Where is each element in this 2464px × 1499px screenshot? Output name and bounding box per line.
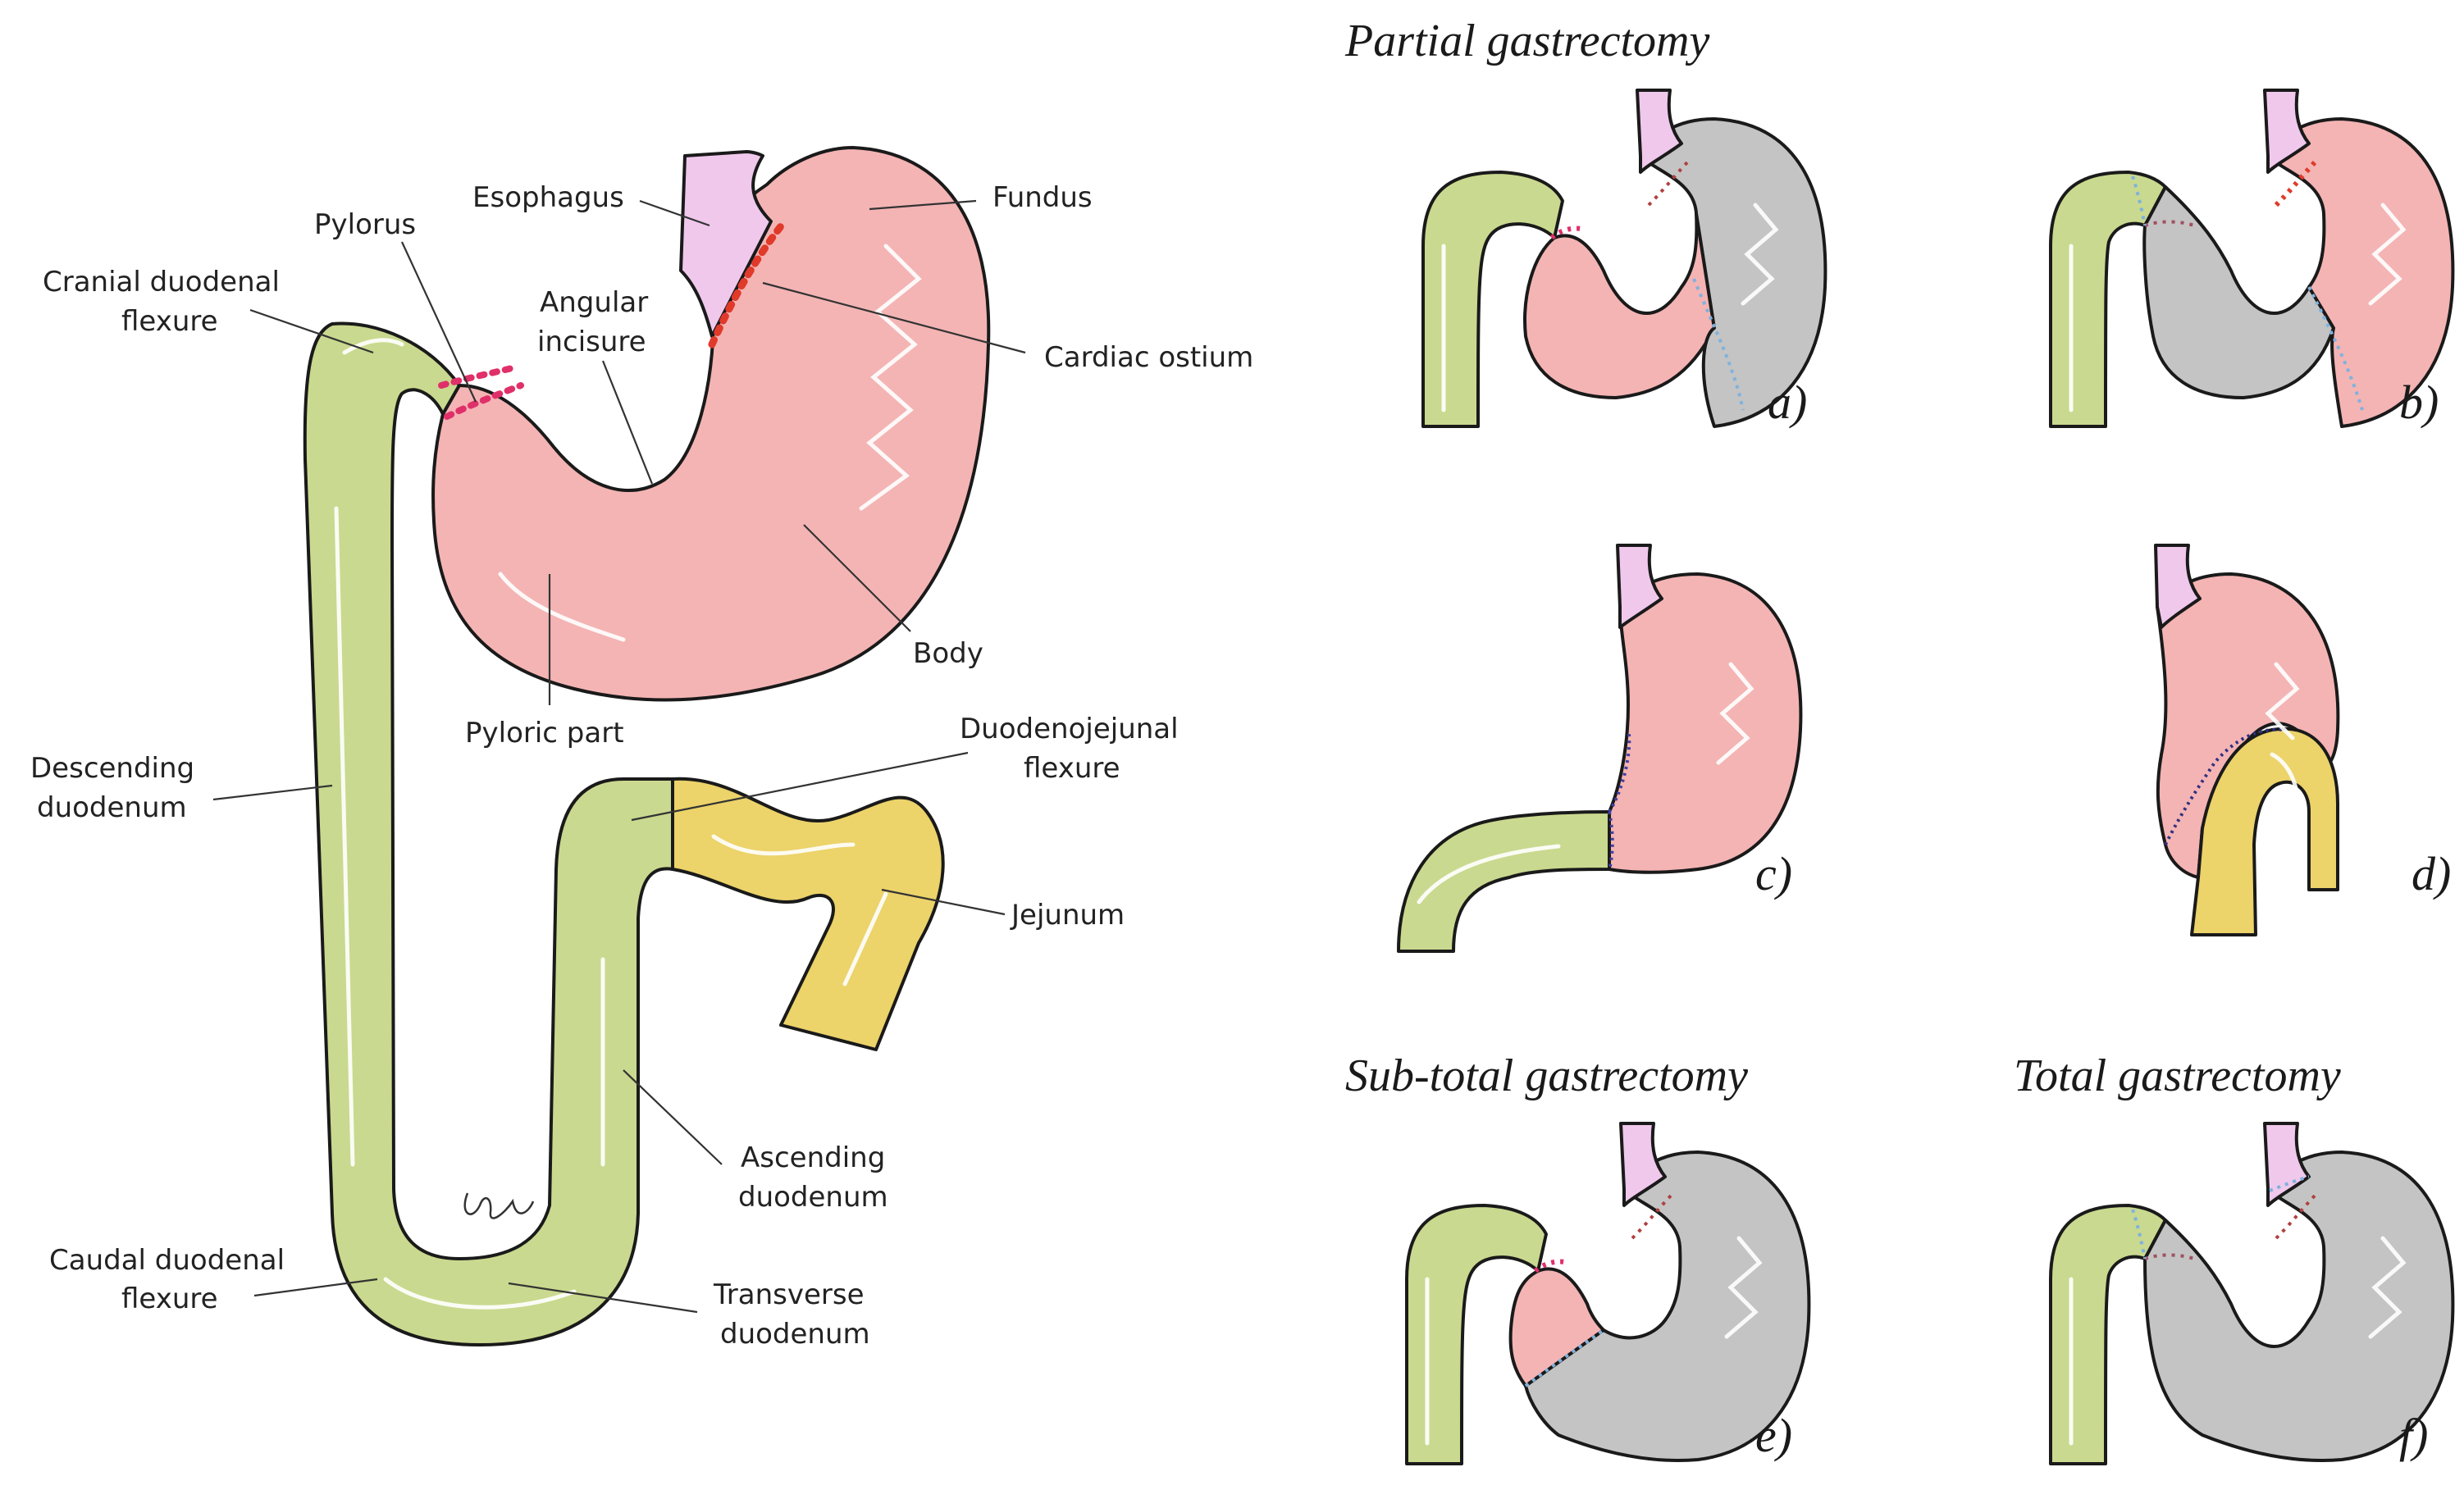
panel-f: f)	[2049, 1122, 2455, 1465]
label-caudal-flexure-2: flexure	[121, 1283, 218, 1315]
removed-stomach	[1524, 1150, 1811, 1462]
label-pyloric-part: Pyloric part	[465, 717, 624, 750]
panel-label-e: e)	[1755, 1409, 1792, 1462]
label-descending-1: Descending	[30, 752, 194, 785]
label-fundus: Fundus	[992, 181, 1093, 214]
remaining-stomach	[1608, 572, 1803, 874]
panel-label-d: d)	[2412, 847, 2451, 900]
removed-stomach	[1639, 117, 1827, 428]
label-cranial-flexure-1: Cranial duodenal	[43, 266, 280, 298]
label-cranial-flexure-2: flexure	[121, 305, 218, 338]
panel-label-c: c)	[1755, 847, 1792, 900]
title-subtotal-gastrectomy: Sub-total gastrectomy	[1345, 1050, 1748, 1101]
label-transverse-2: duodenum	[720, 1318, 870, 1351]
label-pylorus: Pylorus	[314, 208, 416, 241]
label-duodenojejunal-2: flexure	[1024, 752, 1120, 785]
esophagus	[1619, 1122, 1667, 1207]
label-cardiac-ostium: Cardiac ostium	[1044, 341, 1253, 374]
panel-c: c)	[1397, 544, 1803, 953]
label-ascending-1: Ascending	[741, 1141, 885, 1174]
label-descending-2: duodenum	[37, 791, 187, 824]
remaining-stomach	[1523, 212, 1716, 399]
esophagus-shape	[679, 150, 773, 338]
panel-label-b: b)	[2399, 376, 2439, 429]
main-anatomy-diagram: Esophagus Fundus Pylorus Cranial duodena…	[30, 146, 1253, 1351]
label-esophagus: Esophagus	[472, 181, 624, 214]
label-caudal-flexure-1: Caudal duodenal	[49, 1244, 285, 1277]
label-body: Body	[913, 637, 983, 670]
esophagus	[1636, 89, 1683, 174]
title-partial-gastrectomy: Partial gastrectomy	[1344, 16, 1709, 66]
label-angular-incisure-2: incisure	[537, 326, 646, 358]
panel-label-a: a)	[1768, 376, 1807, 429]
panel-d: d)	[2154, 544, 2451, 936]
label-transverse-1: Transverse	[713, 1278, 865, 1311]
panel-label-f: f)	[2399, 1409, 2428, 1462]
panel-b: b)	[2049, 89, 2455, 429]
label-jejunum: Jejunum	[1010, 899, 1125, 932]
esophagus	[2154, 544, 2202, 629]
label-angular-incisure-1: Angular	[540, 286, 648, 319]
cardiac-ostium-ring	[708, 219, 787, 349]
label-duodenojejunal-1: Duodenojejunal	[960, 713, 1179, 745]
removed-stomach	[2143, 1150, 2455, 1462]
artist-signature	[463, 1192, 535, 1219]
title-total-gastrectomy: Total gastrectomy	[2014, 1050, 2341, 1101]
esophagus	[2263, 89, 2311, 174]
panel-e: e)	[1405, 1122, 1811, 1465]
duodenum-segment	[1397, 810, 1611, 953]
jejunum-loop	[2190, 727, 2339, 936]
remaining-stomach	[2266, 117, 2455, 428]
pylorus-ring	[444, 382, 524, 420]
panel-a: a)	[1421, 89, 1827, 429]
leader-lines	[212, 199, 1026, 1314]
removed-stomach	[2142, 185, 2335, 399]
label-ascending-2: duodenum	[738, 1181, 888, 1214]
stomach-shape	[431, 146, 991, 702]
duodenum-shape	[303, 321, 674, 1346]
jejunum-shape	[671, 777, 945, 1051]
esophagus	[1616, 544, 1663, 629]
